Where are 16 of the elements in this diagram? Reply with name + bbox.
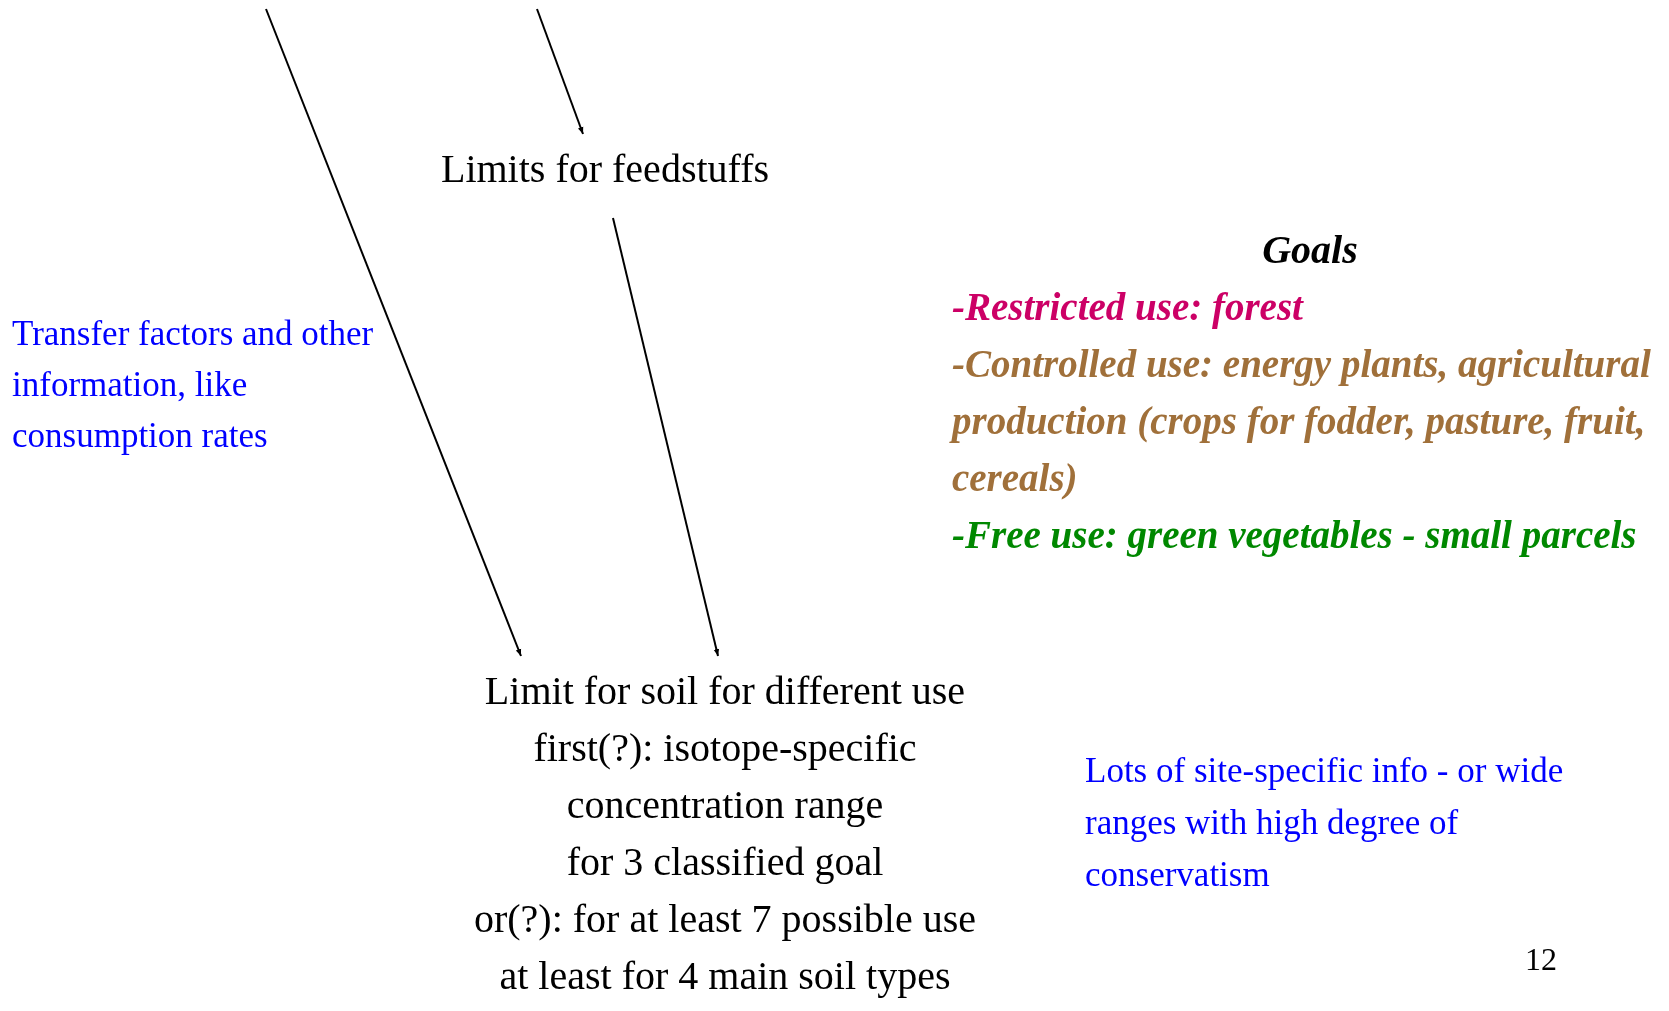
arrow bbox=[265, 8, 522, 657]
node-text: or(?): for at least 7 possible use bbox=[473, 895, 977, 943]
heading: Goals bbox=[1261, 226, 1359, 274]
arrow bbox=[536, 8, 584, 135]
note-text: Lots of site-specific info - or wide ranges with high degree of conservatism bbox=[1085, 750, 1565, 896]
node-text: Limit for soil for different use bbox=[484, 667, 966, 715]
node-text: concentration range bbox=[566, 781, 884, 829]
goal-item: -Free use: green vegetables - small parcels bbox=[952, 512, 1638, 559]
node-text: first(?): isotope-specific bbox=[533, 724, 917, 772]
node-text: for 3 classified goal bbox=[566, 838, 884, 886]
note-text: Transfer factors and other information, like consumption rates bbox=[12, 313, 375, 457]
node-text: at least for 4 main soil types bbox=[499, 952, 951, 1000]
goal-item: -Restricted use: forest bbox=[952, 284, 1305, 331]
arrow bbox=[612, 217, 720, 657]
page-number: 12 bbox=[1525, 940, 1558, 979]
node-text: Limits for feedstuffs bbox=[440, 145, 770, 193]
